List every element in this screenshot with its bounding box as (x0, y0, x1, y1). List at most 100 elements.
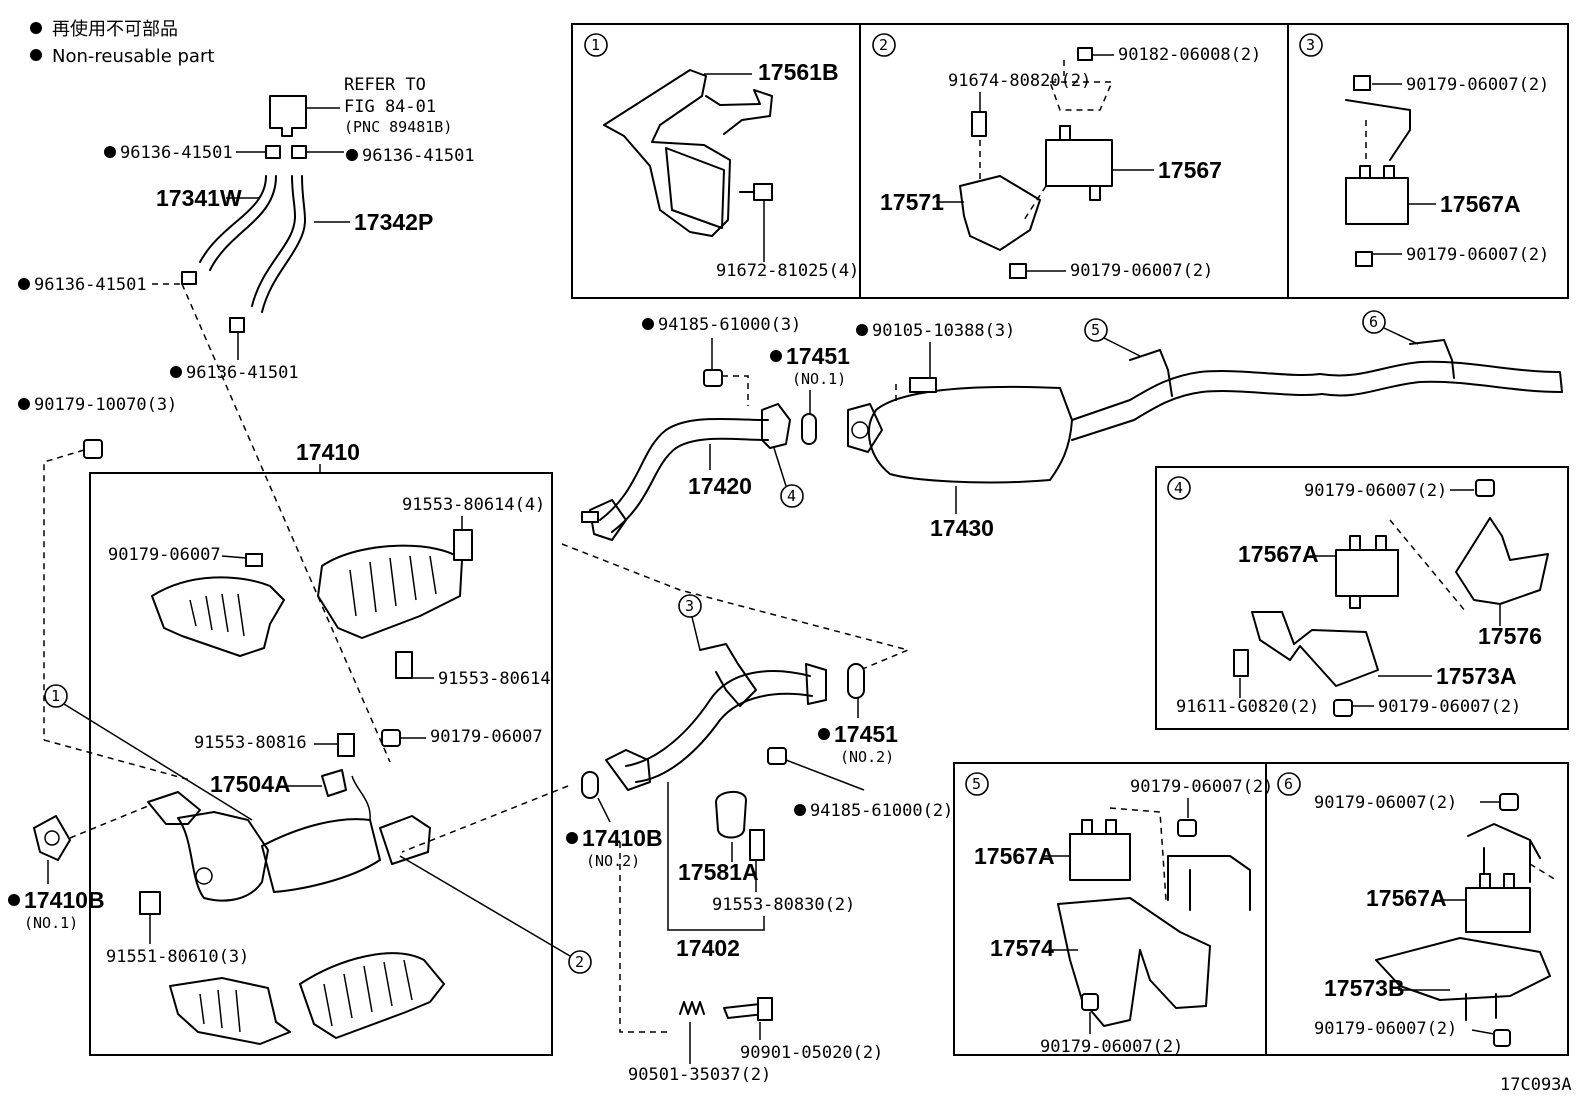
callout-1: 1 (51, 687, 60, 705)
label-90179-06007-panel5-bottom: 90179-06007(2) (1040, 1037, 1183, 1057)
non-reusable-dot-icon (30, 49, 42, 61)
catalytic-converter-group-drawing: 17410 90179-06007 91553-80614(4) 91553-8… (8, 439, 592, 1045)
label-91551-80610: 91551-80610(3) (106, 947, 249, 967)
label-17410b-no2-sub: (NO.2) (586, 852, 640, 870)
label-91553-80614: 91553-80614 (438, 669, 551, 689)
panel-4-drawing: 90179-06007(2) 17567A 17576 17573A 91611… (1176, 479, 1549, 717)
label-94185-61000-3: 94185-61000(3) (658, 315, 801, 335)
callout-5: 5 (1091, 321, 1100, 339)
label-90105-10388: 90105-10388(3) (872, 321, 1015, 341)
legend-jp: 再使用不可部品 (52, 19, 178, 40)
label-17567a-panel3: 17567A (1440, 191, 1521, 217)
label-91553-80816: 91553-80816 (194, 733, 307, 753)
muffler-17430-drawing: 17430 90105-10388(3) 5 6 (847, 310, 1563, 541)
panel-5-drawing: 90179-06007(2) 17567A 17574 90179-06007(… (974, 777, 1273, 1057)
bracket-17571-drawing: 91674-80820(2) 90182-06008(2) 17567 1757… (880, 45, 1261, 281)
label-90179-06007-panel3-bottom: 90179-06007(2) (1406, 245, 1549, 265)
label-90179-06007-b: 90179-06007 (430, 727, 543, 747)
refer-line1: REFER TO (344, 75, 426, 95)
svg-text:1: 1 (591, 36, 600, 54)
label-17573a-panel4: 17573A (1436, 663, 1517, 689)
label-17561b: 17561B (758, 59, 839, 85)
callout-4-panel: 4 (1167, 476, 1191, 500)
label-17420: 17420 (688, 473, 752, 499)
label-91674-80820: 91674-80820(2) (948, 71, 1091, 91)
nut-90179-10070-drawing: 90179-10070(3) (18, 283, 391, 781)
label-17573b: 17573B (1324, 975, 1405, 1001)
callout-6-panel: 6 (1277, 772, 1301, 796)
callout-4: 4 (787, 487, 796, 505)
label-90179-06007-panel3-top: 90179-06007(2) (1406, 75, 1549, 95)
label-17571: 17571 (880, 189, 944, 215)
callout-2: 2 (575, 953, 584, 971)
callout-3-panel: 3 (1299, 33, 1323, 57)
label-96136-41501-d: 96136-41501 (186, 363, 299, 383)
detail-panel-5-6 (953, 762, 1569, 1056)
label-91553-80614-4: 91553-80614(4) (402, 495, 545, 515)
svg-text:3: 3 (1306, 36, 1315, 54)
label-17410b-no2: 17410B (582, 825, 663, 851)
label-90179-06007-panel4-bottom: 90179-06007(2) (1378, 697, 1521, 717)
detail-panel-4 (1155, 466, 1569, 730)
exhaust-pipe-17420-drawing: 17420 4 94185-61000(3) 17451 (NO.1) (581, 315, 850, 541)
callout-1-panel: 1 (584, 33, 608, 57)
label-17567a-panel5: 17567A (974, 843, 1055, 869)
label-91611-g0820: 91611-G0820(2) (1176, 697, 1319, 717)
label-17451-no1: 17451 (786, 343, 850, 369)
non-reusable-dot-icon (30, 22, 42, 34)
label-17504a: 17504A (210, 771, 291, 797)
label-17402: 17402 (676, 935, 740, 961)
refer-line3: (PNC 89481B) (344, 118, 452, 136)
callout-5-panel: 5 (965, 772, 989, 796)
label-90179-06007-panel4-top: 90179-06007(2) (1304, 481, 1447, 501)
bracket-17561b-drawing: 17561B 91672-81025(4) (603, 59, 859, 281)
callout-6: 6 (1369, 313, 1378, 331)
label-90179-06007-panel6-top: 90179-06007(2) (1314, 793, 1457, 813)
label-17410: 17410 (296, 439, 360, 465)
label-90179-06007-panel5-top: 90179-06007(2) (1130, 777, 1273, 797)
figure-code: 17C093A (1500, 1075, 1572, 1095)
label-90901-05020: 90901-05020(2) (740, 1043, 883, 1063)
svg-text:6: 6 (1284, 775, 1293, 793)
label-17342p: 17342P (354, 209, 433, 235)
label-91672-81025: 91672-81025(4) (716, 261, 859, 281)
label-17451-no2: 17451 (834, 721, 898, 747)
label-17451-no1-sub: (NO.1) (792, 370, 846, 388)
svg-text:2: 2 (879, 36, 888, 54)
label-17567: 17567 (1158, 157, 1222, 183)
label-17581a: 17581A (678, 859, 759, 885)
center-pipe-17402-drawing: 3 17451 (NO.2) 94185-61000(2) 17410B (NO… (401, 543, 953, 1085)
label-17567a-panel4: 17567A (1238, 541, 1319, 567)
callout-2-panel: 2 (872, 33, 896, 57)
panel-6-drawing: 90179-06007(2) 17567A 17573B 90179-06007… (1314, 793, 1557, 1047)
detail-panel-top (571, 23, 1569, 299)
svg-text:4: 4 (1174, 479, 1183, 497)
refer-line2: FIG 84-01 (344, 97, 436, 117)
label-17576: 17576 (1478, 623, 1542, 649)
label-96136-41501-c: 96136-41501 (34, 275, 147, 295)
label-17451-no2-sub: (NO.2) (840, 748, 894, 766)
label-17574: 17574 (990, 935, 1054, 961)
label-17430: 17430 (930, 515, 994, 541)
legend: 再使用不可部品 Non-reusable part (30, 19, 214, 67)
vacuum-hoses-drawing: REFER TO FIG 84-01 (PNC 89481B) 96136-41… (18, 75, 475, 383)
label-94185-61000-2: 94185-61000(2) (810, 801, 953, 821)
label-90179-06007-panel2: 90179-06007(2) (1070, 261, 1213, 281)
label-90179-06007-a: 90179-06007 (108, 545, 221, 565)
callout-3: 3 (685, 597, 694, 615)
label-17410b-no1: 17410B (24, 887, 105, 913)
mount-17567a-panel3-drawing: 90179-06007(2) 17567A 90179-06007(2) (1345, 75, 1549, 267)
catalytic-converter-group-box (89, 472, 553, 1056)
label-90179-10070: 90179-10070(3) (34, 395, 177, 415)
svg-text:5: 5 (972, 775, 981, 793)
legend-en: Non-reusable part (52, 46, 214, 67)
label-90179-06007-panel6-bottom: 90179-06007(2) (1314, 1019, 1457, 1039)
label-96136-41501-a: 96136-41501 (120, 143, 233, 163)
label-17410b-no1-sub: (NO.1) (24, 914, 78, 932)
label-17567a-panel6: 17567A (1366, 885, 1447, 911)
label-90501-35037: 90501-35037(2) (628, 1065, 771, 1085)
label-91553-80830: 91553-80830(2) (712, 895, 855, 915)
label-90182-06008: 90182-06008(2) (1118, 45, 1261, 65)
label-96136-41501-b: 96136-41501 (362, 146, 475, 166)
